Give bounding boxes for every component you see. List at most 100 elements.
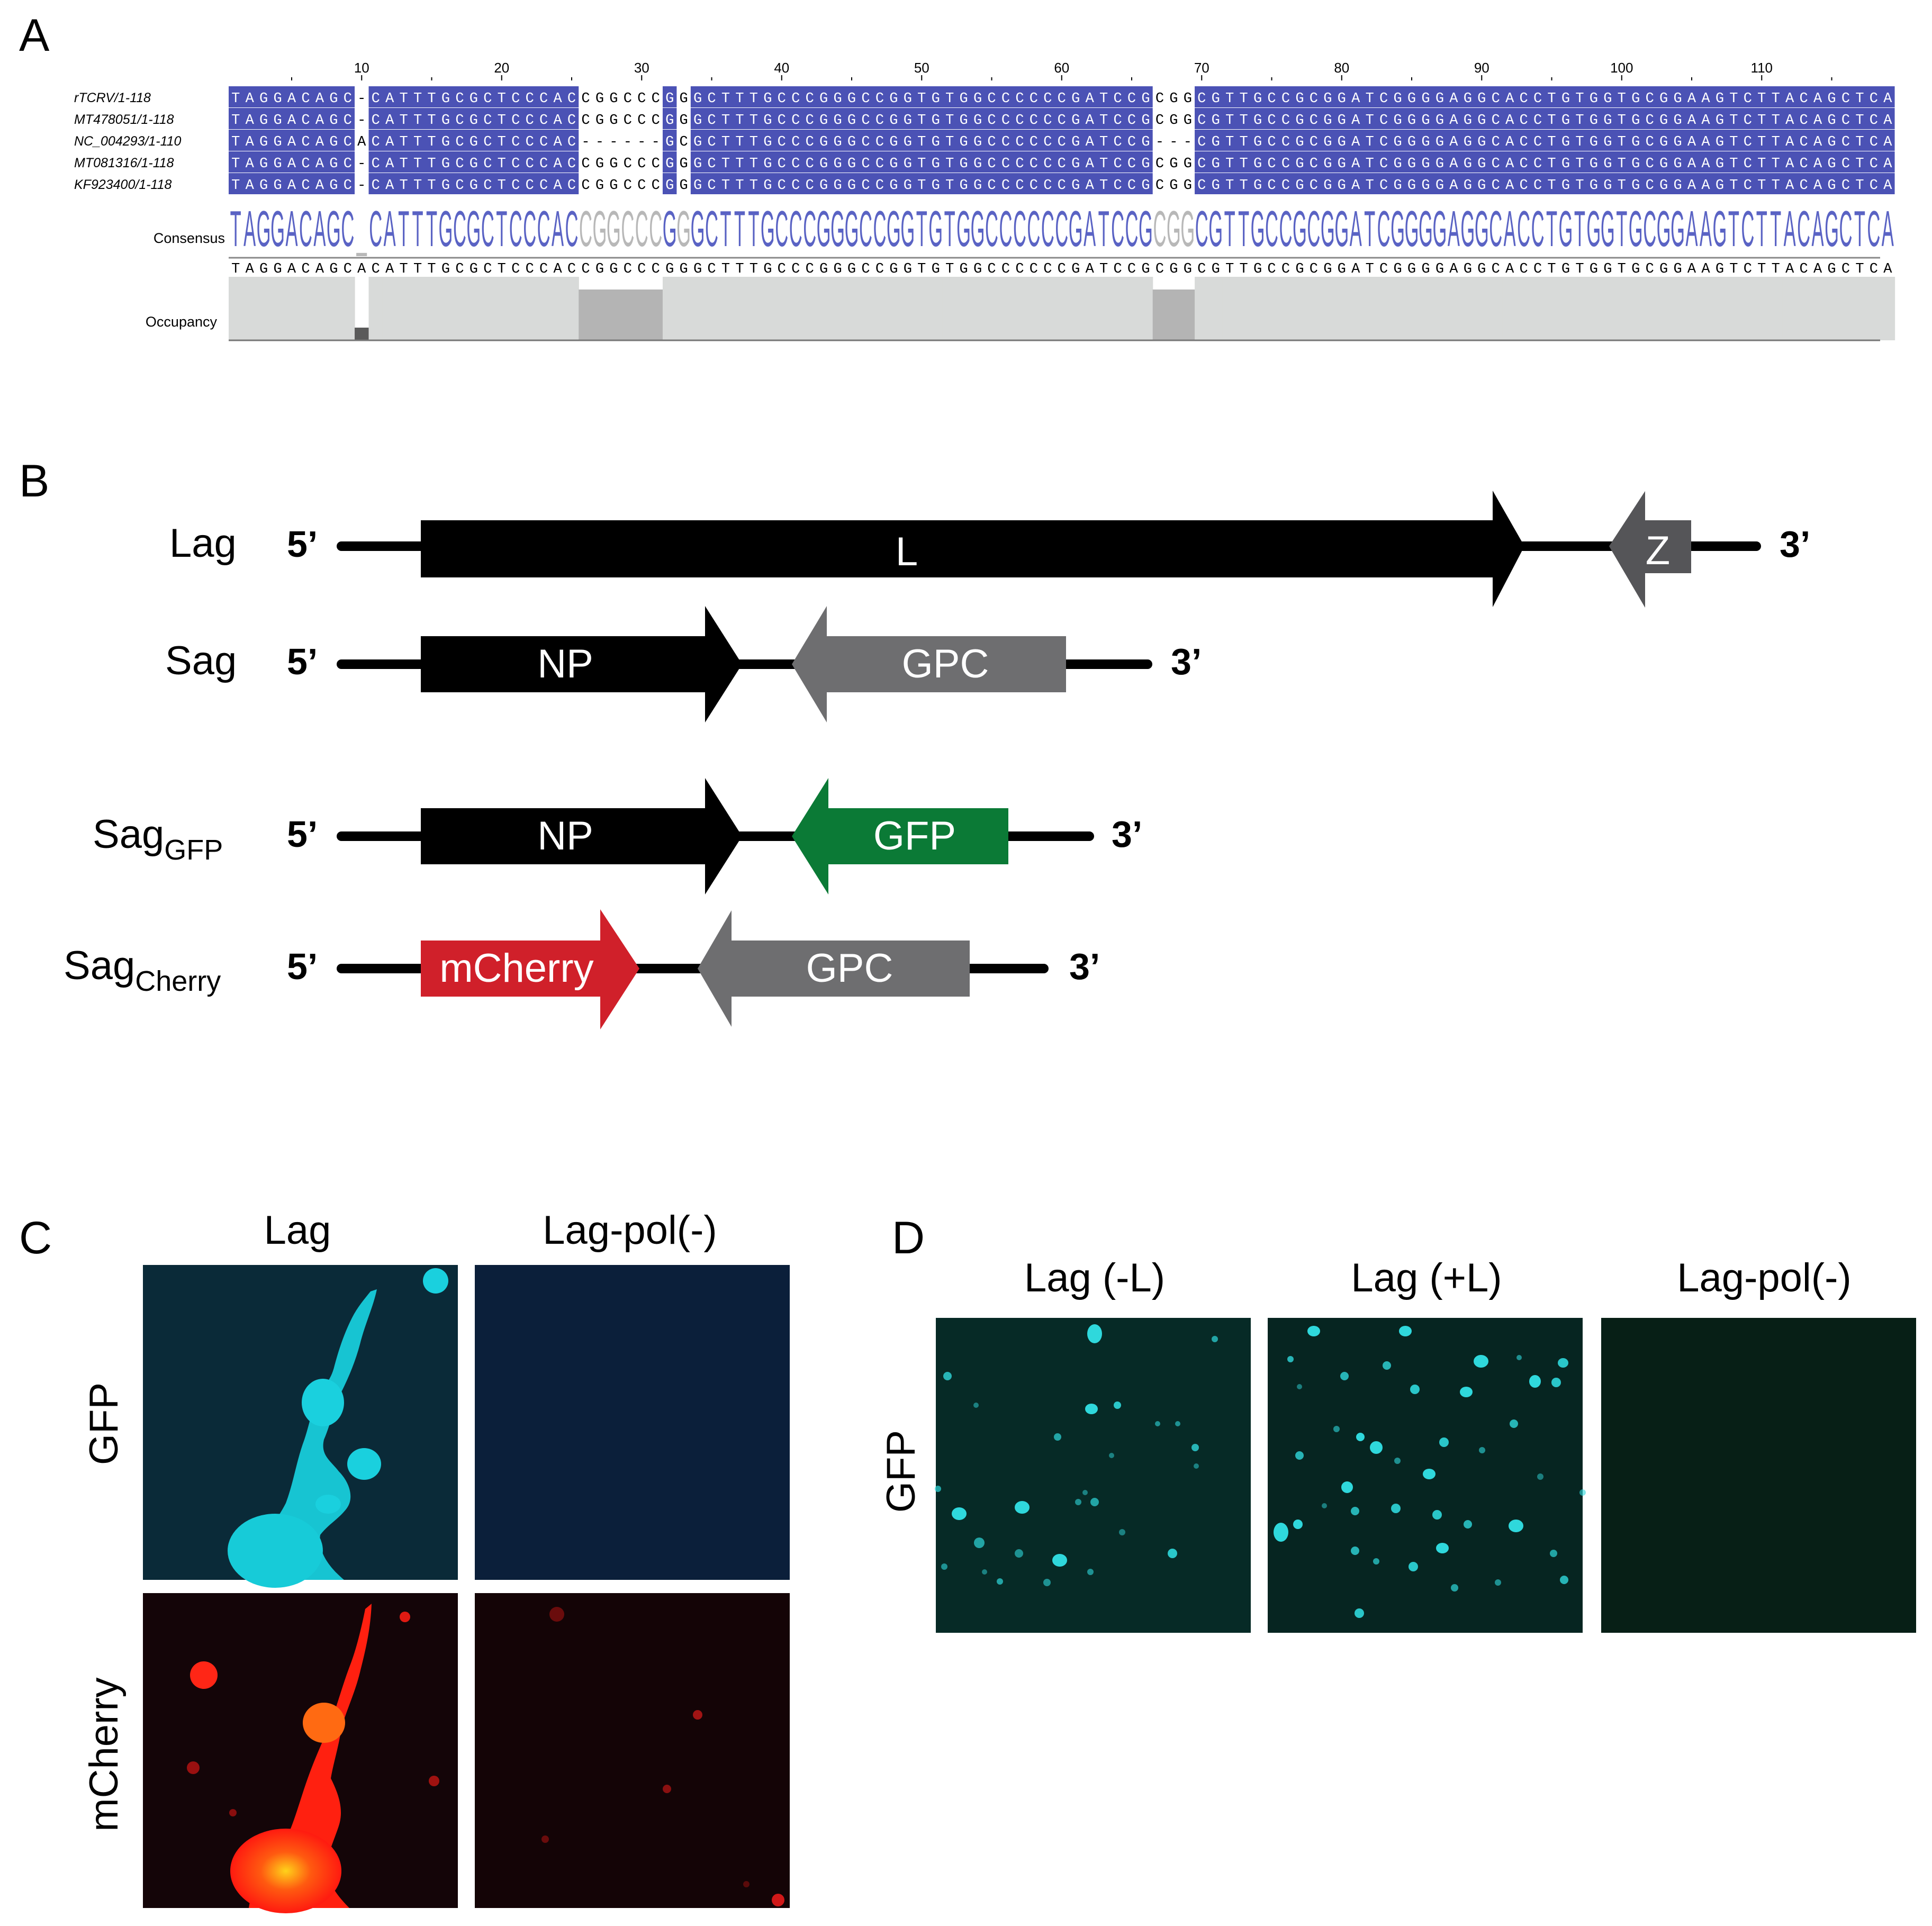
- reference-char: C: [1030, 261, 1038, 277]
- sequence-char: C: [1870, 134, 1878, 150]
- sequence-char: -: [357, 178, 366, 194]
- sequence-char: C: [707, 156, 716, 172]
- sequence-char: G: [889, 178, 898, 194]
- sequence-char: C: [581, 156, 590, 172]
- occupancy-bar: [1278, 277, 1293, 340]
- sequence-char: T: [231, 156, 240, 172]
- sequence-char: C: [1841, 134, 1850, 150]
- sequence-char: T: [1366, 156, 1374, 172]
- gfp-cell: [1451, 1584, 1458, 1592]
- occupancy-bar: [229, 277, 243, 340]
- sequence-char: C: [1001, 134, 1010, 150]
- reference-char: C: [1113, 261, 1122, 277]
- sequence-char: C: [1870, 178, 1878, 194]
- sequence-char: G: [1464, 91, 1472, 107]
- sequence-char: G: [693, 113, 702, 129]
- sequence-char: C: [483, 113, 492, 129]
- gfp-cell: [1351, 1507, 1359, 1515]
- consensus-char: T: [496, 201, 507, 257]
- consensus-char: C: [523, 201, 536, 257]
- consensus-char: C: [1867, 201, 1880, 257]
- sequence-char: -: [1169, 134, 1178, 150]
- sequence-char: T: [735, 156, 744, 172]
- sequence-char: A: [1449, 91, 1458, 107]
- sequence-char: G: [763, 91, 772, 107]
- sequence-char: C: [1127, 178, 1136, 194]
- sequence-char: G: [470, 178, 478, 194]
- d-row-gfp-label: GFP: [879, 1430, 924, 1513]
- sequence-char: G: [609, 156, 618, 172]
- sequence-char: T: [400, 156, 408, 172]
- sequence-char: C: [1800, 178, 1808, 194]
- sequence-char: C: [1001, 156, 1010, 172]
- sequence-char: G: [1338, 156, 1346, 172]
- sequence-char: G: [1827, 178, 1836, 194]
- reference-char: G: [693, 261, 702, 277]
- occupancy-bar: [635, 290, 649, 340]
- sequence-char: C: [483, 91, 492, 107]
- consensus-char: G: [1293, 201, 1307, 257]
- consensus-char: A: [1812, 201, 1824, 257]
- gfp-cell: [1391, 1504, 1401, 1513]
- occupancy-bar: [872, 277, 887, 340]
- sequence-char: G: [1421, 113, 1430, 129]
- gfp-cell: [943, 1372, 952, 1380]
- reference-char: T: [400, 261, 408, 277]
- occupancy-bar: [242, 277, 257, 340]
- occupancy-bar: [1180, 290, 1195, 340]
- sequence-char: G: [819, 156, 828, 172]
- sequence-char: G: [1561, 134, 1570, 150]
- sequence-char: G: [1590, 91, 1598, 107]
- sequence-char: G: [1673, 134, 1682, 150]
- conserved-block: [368, 130, 579, 151]
- consensus-char: C: [1643, 201, 1656, 257]
- sequence-char: C: [483, 178, 492, 194]
- sequence-char: C: [1001, 178, 1010, 194]
- reference-char: G: [259, 261, 268, 277]
- sequence-char: C: [1281, 178, 1290, 194]
- sequence-char: A: [1785, 178, 1794, 194]
- consensus-char: C: [985, 201, 998, 257]
- sequence-char: G: [259, 91, 268, 107]
- sequence-char: C: [806, 91, 814, 107]
- sequence-name: MT478051/1-118: [74, 112, 174, 127]
- sequence-char: G: [847, 156, 856, 172]
- sequence-char: C: [1310, 91, 1318, 107]
- sequence-char: G: [665, 178, 674, 194]
- reference-char: T: [1772, 261, 1780, 277]
- sequence-char: A: [1813, 113, 1822, 129]
- sequence-char: C: [1533, 156, 1542, 172]
- sequence-char: C: [344, 113, 352, 129]
- sequence-char: T: [917, 178, 926, 194]
- sequence-char: C: [875, 156, 884, 172]
- sequence-char: T: [750, 178, 758, 194]
- sequence-char: G: [1673, 113, 1682, 129]
- consensus-char: C: [453, 201, 466, 257]
- gfp-cell: [982, 1569, 987, 1575]
- sequence-char: C: [1841, 113, 1850, 129]
- sequence-char: T: [413, 113, 422, 129]
- sag-3prime: 3’: [1171, 641, 1202, 682]
- gfp-cell: [1175, 1421, 1180, 1426]
- reference-char: C: [875, 261, 884, 277]
- sequence-char: C: [1113, 156, 1122, 172]
- occupancy-bar: [1419, 277, 1433, 340]
- sequence-char: C: [624, 178, 632, 194]
- occupancy-bar: [1712, 277, 1727, 340]
- sequence-char: C: [372, 134, 380, 150]
- sequence-char: C: [707, 91, 716, 107]
- saggfp-gfp-arrow: [792, 778, 1008, 894]
- sequence-char: C: [861, 91, 870, 107]
- sequence-char: C: [987, 178, 996, 194]
- reference-char: C: [652, 261, 660, 277]
- gfp-cell: [1373, 1558, 1379, 1565]
- sequence-char: A: [357, 134, 366, 150]
- sequence-char: G: [1561, 113, 1570, 129]
- sequence-char: G: [259, 178, 268, 194]
- sequence-char: G: [1323, 134, 1332, 150]
- sequence-char: T: [1855, 113, 1864, 129]
- sequence-char: G: [1295, 134, 1304, 150]
- occupancy-bar: [1236, 277, 1251, 340]
- sequence-char: C: [1030, 113, 1038, 129]
- sequence-char: C: [806, 113, 814, 129]
